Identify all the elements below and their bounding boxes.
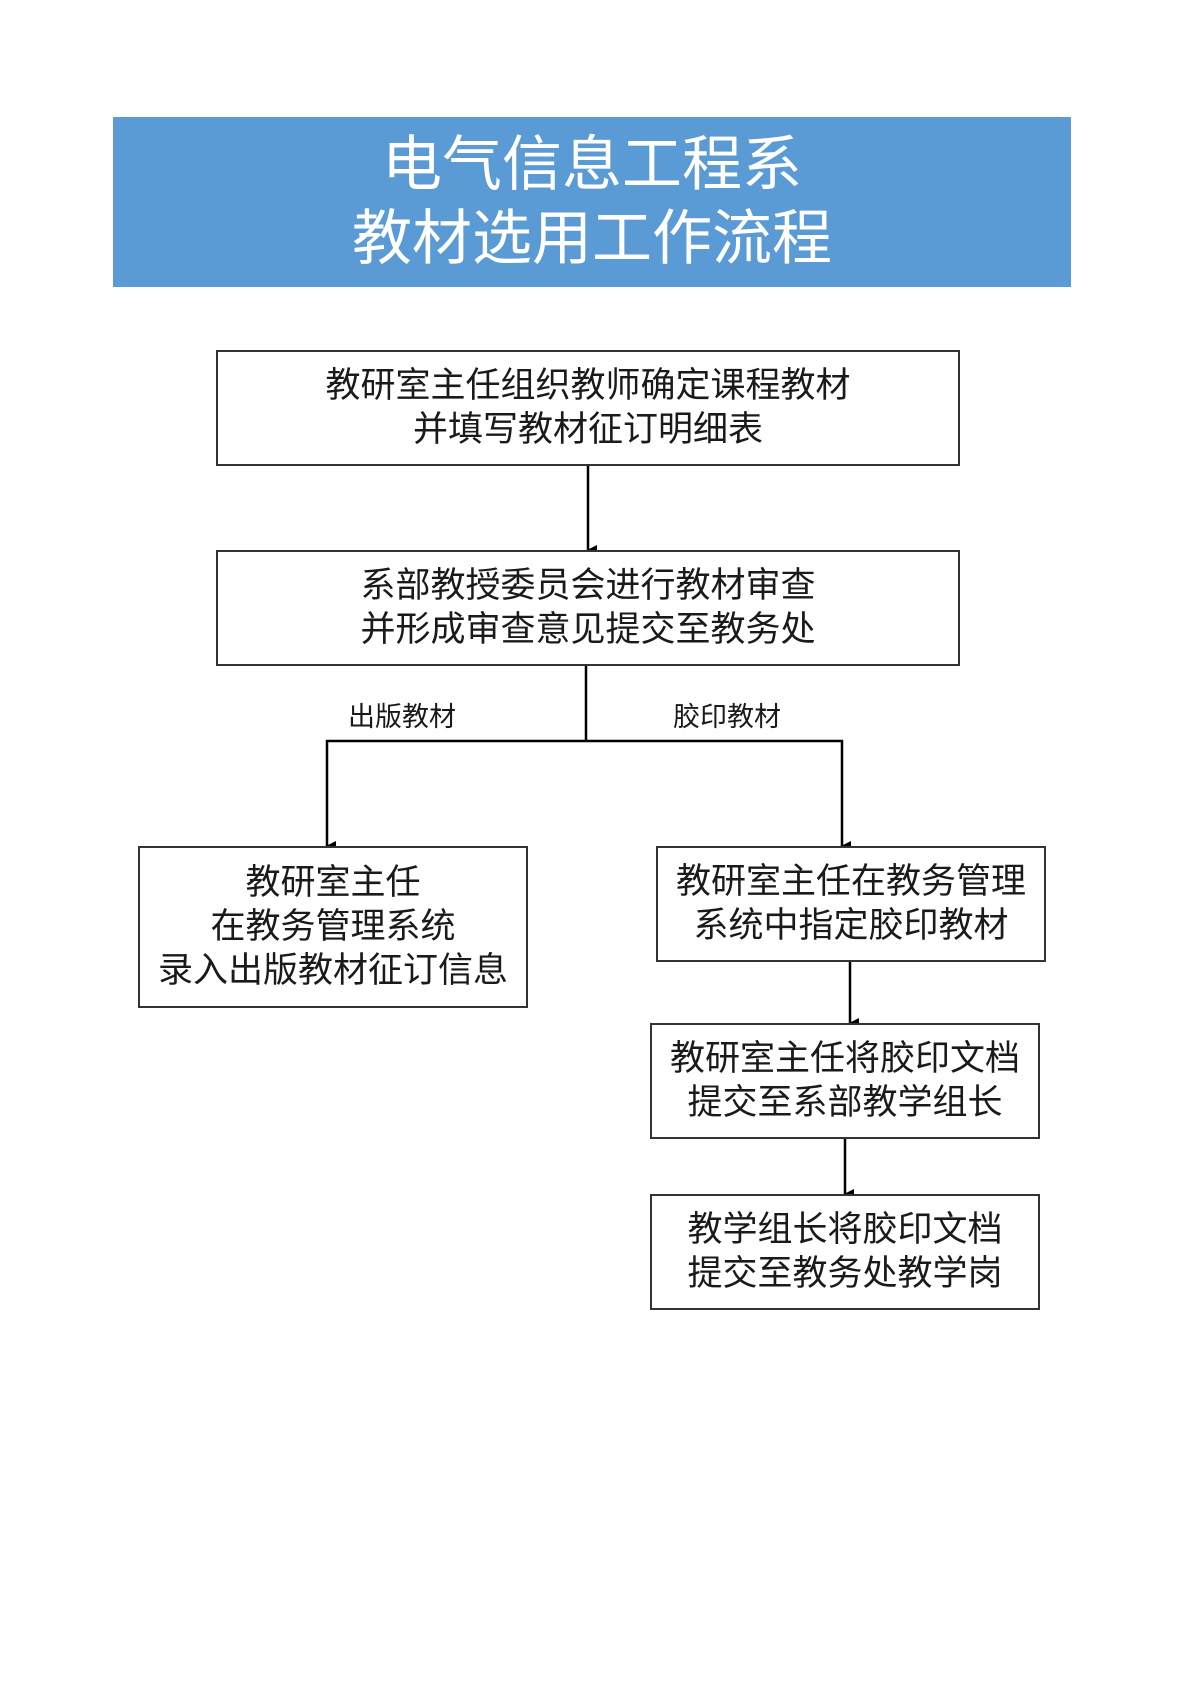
step-1-line-2: 并填写教材征订明细表 — [412, 410, 763, 450]
title-banner: 电气信息工程系 教材选用工作流程 — [113, 117, 1071, 287]
step-3-line-1: 教研室主任 — [245, 863, 421, 903]
step-2-line-2: 并形成审查意见提交至教务处 — [360, 610, 816, 650]
step-5-box: 教研室主任将胶印文档 提交至系部教学组长 — [650, 1023, 1040, 1139]
title-line-2: 教材选用工作流程 — [352, 204, 832, 274]
step-6-box: 教学组长将胶印文档 提交至教务处教学岗 — [650, 1194, 1040, 1310]
step-1-line-1: 教研室主任组织教师确定课程教材 — [325, 366, 851, 406]
step-5-line-1: 教研室主任将胶印文档 — [669, 1039, 1020, 1079]
branch-label-published: 出版教材 — [348, 702, 456, 733]
step-3-line-3: 录入出版教材征订信息 — [157, 951, 508, 991]
step-6-line-1: 教学组长将胶印文档 — [687, 1210, 1003, 1250]
title-line-1: 电气信息工程系 — [382, 130, 802, 200]
step-4-box: 教研室主任在教务管理 系统中指定胶印教材 — [656, 846, 1046, 962]
step-3-box: 教研室主任 在教务管理系统 录入出版教材征订信息 — [138, 846, 528, 1008]
step-2-line-1: 系部教授委员会进行教材审查 — [360, 566, 816, 606]
step-4-line-2: 系统中指定胶印教材 — [693, 906, 1009, 946]
step-6-line-2: 提交至教务处教学岗 — [687, 1254, 1003, 1294]
branch-label-offset: 胶印教材 — [673, 702, 781, 733]
step-3-line-2: 在教务管理系统 — [210, 907, 456, 947]
step-5-line-2: 提交至系部教学组长 — [687, 1083, 1003, 1123]
step-1-box: 教研室主任组织教师确定课程教材 并填写教材征订明细表 — [216, 350, 960, 466]
step-4-line-1: 教研室主任在教务管理 — [675, 862, 1026, 902]
step-2-box: 系部教授委员会进行教材审查 并形成审查意见提交至教务处 — [216, 550, 960, 666]
